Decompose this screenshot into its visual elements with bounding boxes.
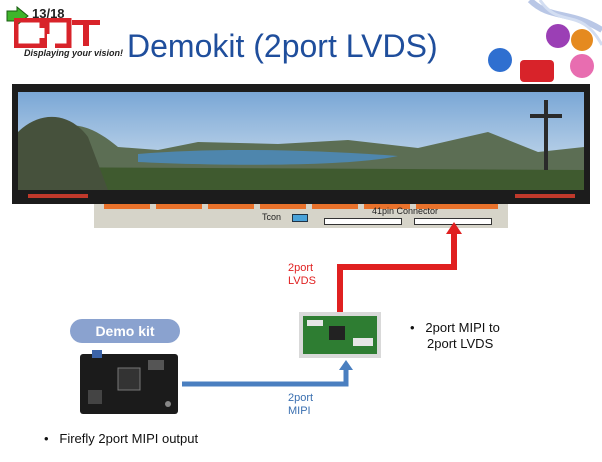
lvds-arrowhead — [446, 222, 462, 234]
badge-cpt — [520, 60, 554, 82]
panel-led-right — [515, 194, 575, 198]
logo-tagline: Displaying your vision! — [24, 48, 124, 58]
badge-pink — [570, 54, 594, 78]
cpt-logo — [13, 17, 104, 49]
source-bullet: • Firefly 2port MIPI output — [44, 431, 199, 446]
badge-orange — [571, 29, 593, 51]
slide-number: 13/18 — [32, 6, 65, 21]
panorama-image — [18, 92, 584, 190]
flex-tab — [452, 204, 498, 209]
tcon-label: Tcon — [262, 212, 282, 222]
decorative-dna-badges — [488, 0, 602, 82]
tcon-chip — [292, 214, 308, 222]
connector-label: 41pin Connector — [372, 206, 439, 216]
panel-connector-strip — [94, 204, 508, 228]
panel-led-left — [28, 194, 88, 198]
bridge-bullet: • 2port MIPI to 2port LVDS — [410, 320, 500, 351]
flex-tab — [104, 204, 150, 209]
mipi-arrow — [182, 368, 349, 387]
badge-blue — [488, 48, 512, 72]
slide-title: Demokit (2port LVDS) — [127, 28, 438, 64]
mipi-arrowhead — [339, 360, 353, 370]
bridge-board — [299, 312, 381, 358]
demo-kit-label: Demo kit — [70, 319, 180, 343]
lvds-arrow — [337, 232, 457, 312]
flex-tab — [416, 204, 462, 209]
flex-tab — [260, 204, 306, 209]
flex-tab — [364, 204, 410, 209]
flex-tab — [208, 204, 254, 209]
badge-purple — [546, 24, 570, 48]
flex-tab — [312, 204, 358, 209]
connector-slot — [324, 218, 402, 225]
demo-kit-board — [80, 350, 178, 414]
flex-tab — [156, 204, 202, 209]
